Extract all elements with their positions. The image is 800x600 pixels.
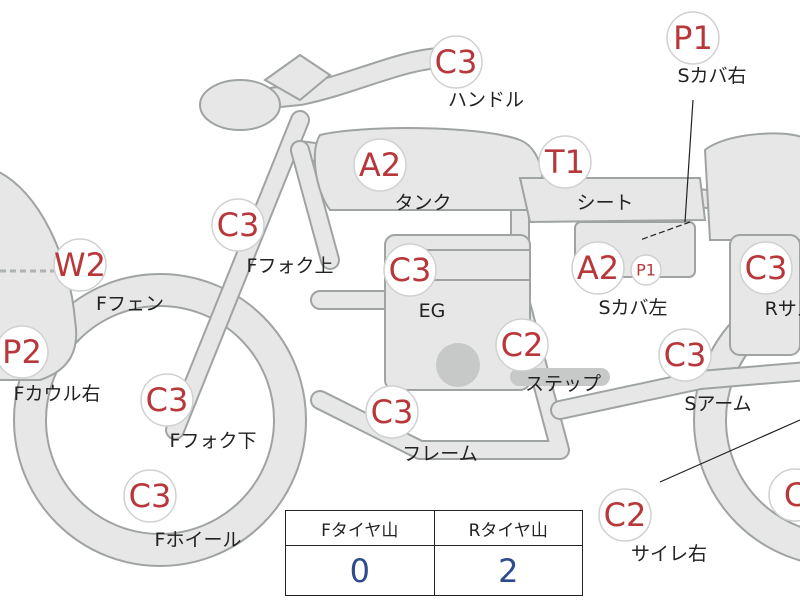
- badge-circle: [739, 241, 793, 295]
- part-label: ステップ: [525, 373, 601, 395]
- badge-circle: [598, 488, 652, 542]
- seat-shape: [518, 177, 707, 224]
- badge-grade: C2: [501, 326, 544, 364]
- tail-shape: [703, 132, 800, 241]
- badge-grade: C3: [129, 477, 172, 515]
- badge-circle: [768, 468, 800, 522]
- badge-circle: [658, 328, 712, 382]
- part-label: Fホイール: [155, 529, 242, 551]
- front-tire-header: Fタイヤ山: [321, 520, 399, 541]
- part-label: Fフォク上: [247, 255, 334, 277]
- part-label: Rサス: [765, 298, 800, 320]
- badge-circle: [383, 243, 437, 297]
- rear-tire-value: 2: [433, 546, 583, 596]
- badge-seat: T1 シート: [538, 135, 634, 214]
- badge-grade: W2: [54, 246, 106, 284]
- badge-circle: [353, 138, 407, 192]
- part-label: Fフェン: [96, 293, 164, 315]
- badge-rear-suspension: C3Rサス: [739, 241, 800, 320]
- badge-tank: A2 タンク: [353, 138, 452, 214]
- badge-step: C2 ステップ: [495, 318, 601, 395]
- badge-circle: [429, 35, 483, 89]
- badge-handle: C3 ハンドル: [429, 35, 524, 111]
- part-label: フレーム: [402, 443, 477, 465]
- rear-wheel-shape: [693, 278, 800, 562]
- badge-grade: C3: [389, 251, 432, 289]
- badge-grade: C3: [745, 249, 788, 287]
- part-label: EG: [419, 300, 446, 322]
- badge-circle: [538, 135, 592, 189]
- badge-extra-circle: [630, 254, 662, 286]
- part-label: Sカバ左: [598, 297, 667, 319]
- badge-circle: [495, 318, 549, 372]
- badge-circle: [0, 325, 49, 379]
- leader-line-muffler: [659, 419, 800, 483]
- part-label: Sアーム: [684, 393, 751, 415]
- badge-grade: C: [784, 476, 800, 514]
- step-shape: [510, 368, 610, 386]
- badge-circle: [365, 385, 419, 439]
- badge-circle: [53, 238, 107, 292]
- badge-grade: C3: [217, 206, 260, 244]
- part-label: サイレ右: [631, 543, 707, 565]
- front-wheel-shape: [13, 273, 307, 567]
- badge-rear-edge: C: [768, 468, 800, 522]
- front-tire-value: 0: [349, 552, 370, 590]
- badge-grade: C3: [435, 43, 478, 81]
- rear-tire-header: Rタイヤ山: [433, 511, 583, 545]
- badge-circle: [211, 198, 265, 252]
- badge-grade: A2: [359, 146, 401, 184]
- badge-circle: [123, 469, 177, 523]
- badge-grade: C2: [604, 496, 647, 534]
- badge-grade: A2: [577, 249, 619, 287]
- badge-grade: C3: [664, 336, 707, 374]
- leader-line-side-cover: [684, 99, 694, 223]
- part-label: ハンドル: [448, 89, 524, 111]
- badge-frame: C3 フレーム: [365, 385, 478, 465]
- part-label: タンク: [394, 192, 451, 214]
- badge-layer: C3ハンドルA2タンクT1シートP1Sカバ右C3Fフォク上W2FフェンC3EGA…: [0, 11, 800, 565]
- headlight-cap: [263, 53, 332, 102]
- part-label: Sカバ右: [677, 65, 746, 87]
- badge-circle: [140, 373, 194, 427]
- badge-extra-grade: P1: [636, 261, 656, 280]
- part-label: Fカウル右: [14, 383, 101, 405]
- swing-arm-shape: [550, 361, 800, 420]
- fork-shape: [165, 110, 310, 440]
- part-label: Fフォク下: [170, 430, 257, 452]
- badge-circle: [571, 241, 625, 295]
- tire-tread-table: Fタイヤ山 Rタイヤ山 0 2: [285, 510, 583, 596]
- badge-grade: T1: [544, 143, 585, 181]
- engine-cover: [436, 343, 480, 387]
- badge-muffler-right: C2 サイレ右: [598, 488, 707, 565]
- badge-grade: P2: [2, 333, 42, 371]
- badge-grade: P1: [673, 19, 713, 57]
- part-label: シート: [576, 192, 633, 214]
- badge-grade: C3: [146, 381, 189, 419]
- headlight-shape: [199, 79, 281, 131]
- badge-circle: [666, 11, 720, 65]
- badge-grade: C3: [371, 393, 414, 431]
